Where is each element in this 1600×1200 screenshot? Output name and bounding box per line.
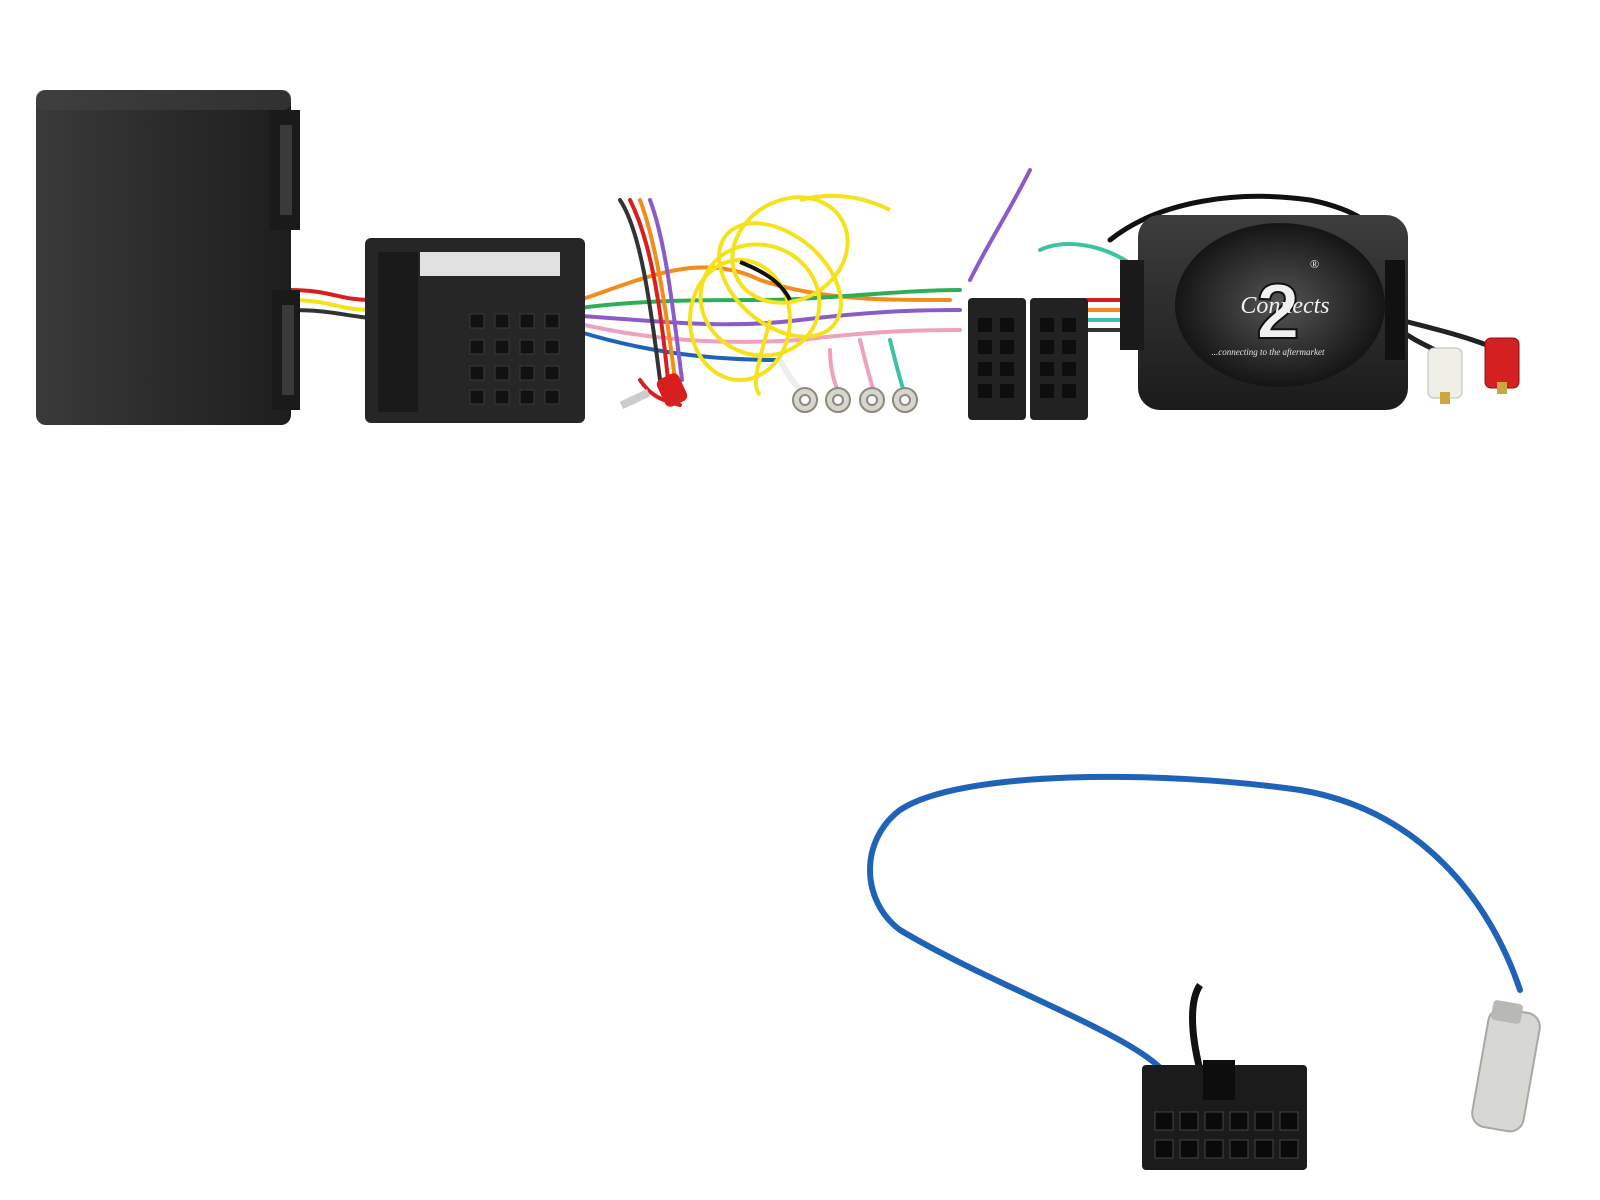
black-lead — [1189, 983, 1204, 1071]
antenna-cable — [867, 773, 1523, 1083]
svg-text:Connects: Connects — [1240, 293, 1329, 319]
connects2-logo: 2 Connects ® ...connecting to the afterm… — [1212, 257, 1330, 357]
yellow-wire-coil — [688, 193, 891, 397]
interface-box — [36, 90, 300, 425]
cable-tie — [739, 260, 792, 301]
svg-text:...connecting to the aftermark: ...connecting to the aftermarket — [1212, 347, 1325, 357]
svg-text:®: ® — [1310, 257, 1319, 271]
quadlock-connector — [365, 238, 585, 423]
spade-terminal — [619, 373, 688, 409]
antenna-plug — [1471, 1000, 1541, 1133]
iso-connectors — [968, 298, 1088, 420]
ring-terminals — [792, 387, 918, 413]
multi-pin-connector — [1142, 1060, 1307, 1170]
rca-plugs — [1427, 337, 1520, 404]
svg-text:2: 2 — [1256, 267, 1299, 355]
control-module — [1120, 215, 1408, 410]
